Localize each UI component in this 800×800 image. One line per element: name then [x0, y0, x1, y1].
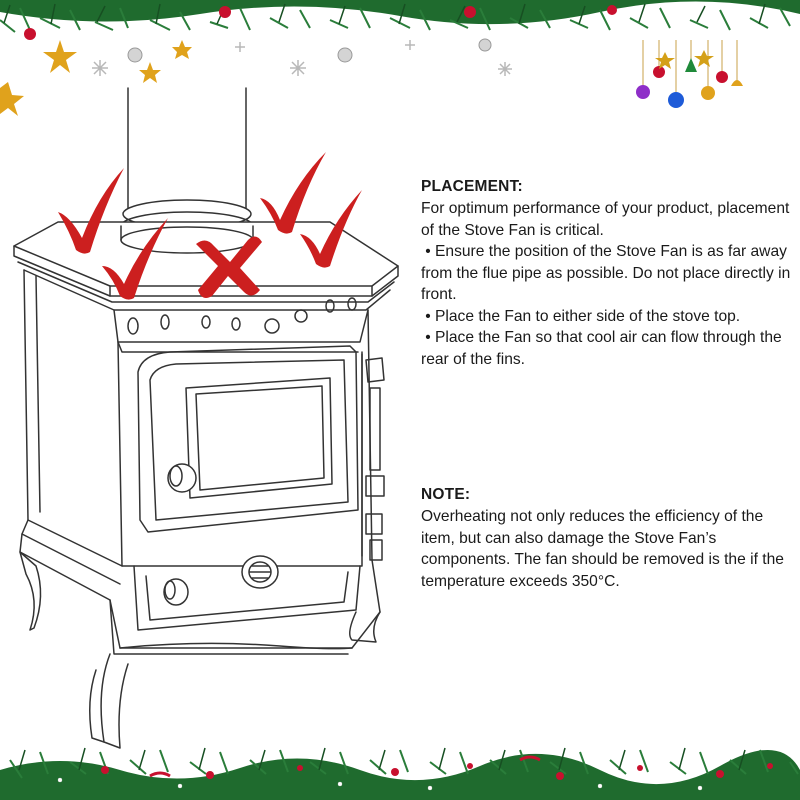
bauble-ornament	[607, 5, 617, 15]
star-ornament	[43, 40, 77, 73]
bauble-ornament	[127, 47, 143, 63]
placement-heading: PLACEMENT:	[421, 178, 523, 195]
check-mark-icon	[58, 168, 124, 254]
star-ornament	[172, 40, 192, 59]
star-ornament	[0, 82, 24, 116]
bauble-ornament	[219, 6, 231, 18]
cross-mark-icon	[196, 236, 262, 298]
snowflake-icon	[92, 40, 512, 76]
bullet-dot-icon: •	[425, 329, 431, 346]
bottom-garland	[0, 747, 800, 800]
bullet-dot-icon: •	[425, 243, 431, 260]
bullet-text: Place the Fan to either side of the stov…	[435, 307, 741, 325]
bauble-ornament	[337, 47, 353, 63]
placement-section: PLACEMENT: For optimum performance of yo…	[421, 176, 793, 370]
bauble-ornament	[24, 28, 36, 40]
placement-bullet: •Place the Fan to either side of the sto…	[421, 306, 793, 328]
check-mark-icon	[300, 190, 362, 268]
check-mark-icon	[260, 152, 326, 234]
bullet-dot-icon: •	[425, 307, 431, 325]
placement-intro: For optimum performance of your product,…	[421, 200, 790, 239]
note-heading: NOTE:	[421, 486, 471, 503]
bullet-text: Place the Fan so that cool air can flow …	[421, 329, 782, 368]
note-body: Overheating not only reduces the efficie…	[421, 508, 784, 590]
placement-bullet: •Place the Fan so that cool air can flow…	[421, 327, 793, 370]
bauble-ornament	[478, 38, 492, 52]
hanging-ornaments	[636, 40, 743, 108]
correct-placement-marks	[58, 152, 362, 300]
check-mark-icon	[102, 218, 168, 300]
note-section: NOTE: Overheating not only reduces the e…	[421, 484, 793, 592]
star-ornament	[139, 62, 161, 83]
stove-illustration	[13, 87, 399, 749]
top-garland	[0, 0, 800, 116]
placement-bullet: •Ensure the position of the Stove Fan is…	[421, 241, 793, 306]
bullet-text: Ensure the position of the Stove Fan is …	[421, 243, 791, 303]
bauble-ornament	[464, 6, 476, 18]
